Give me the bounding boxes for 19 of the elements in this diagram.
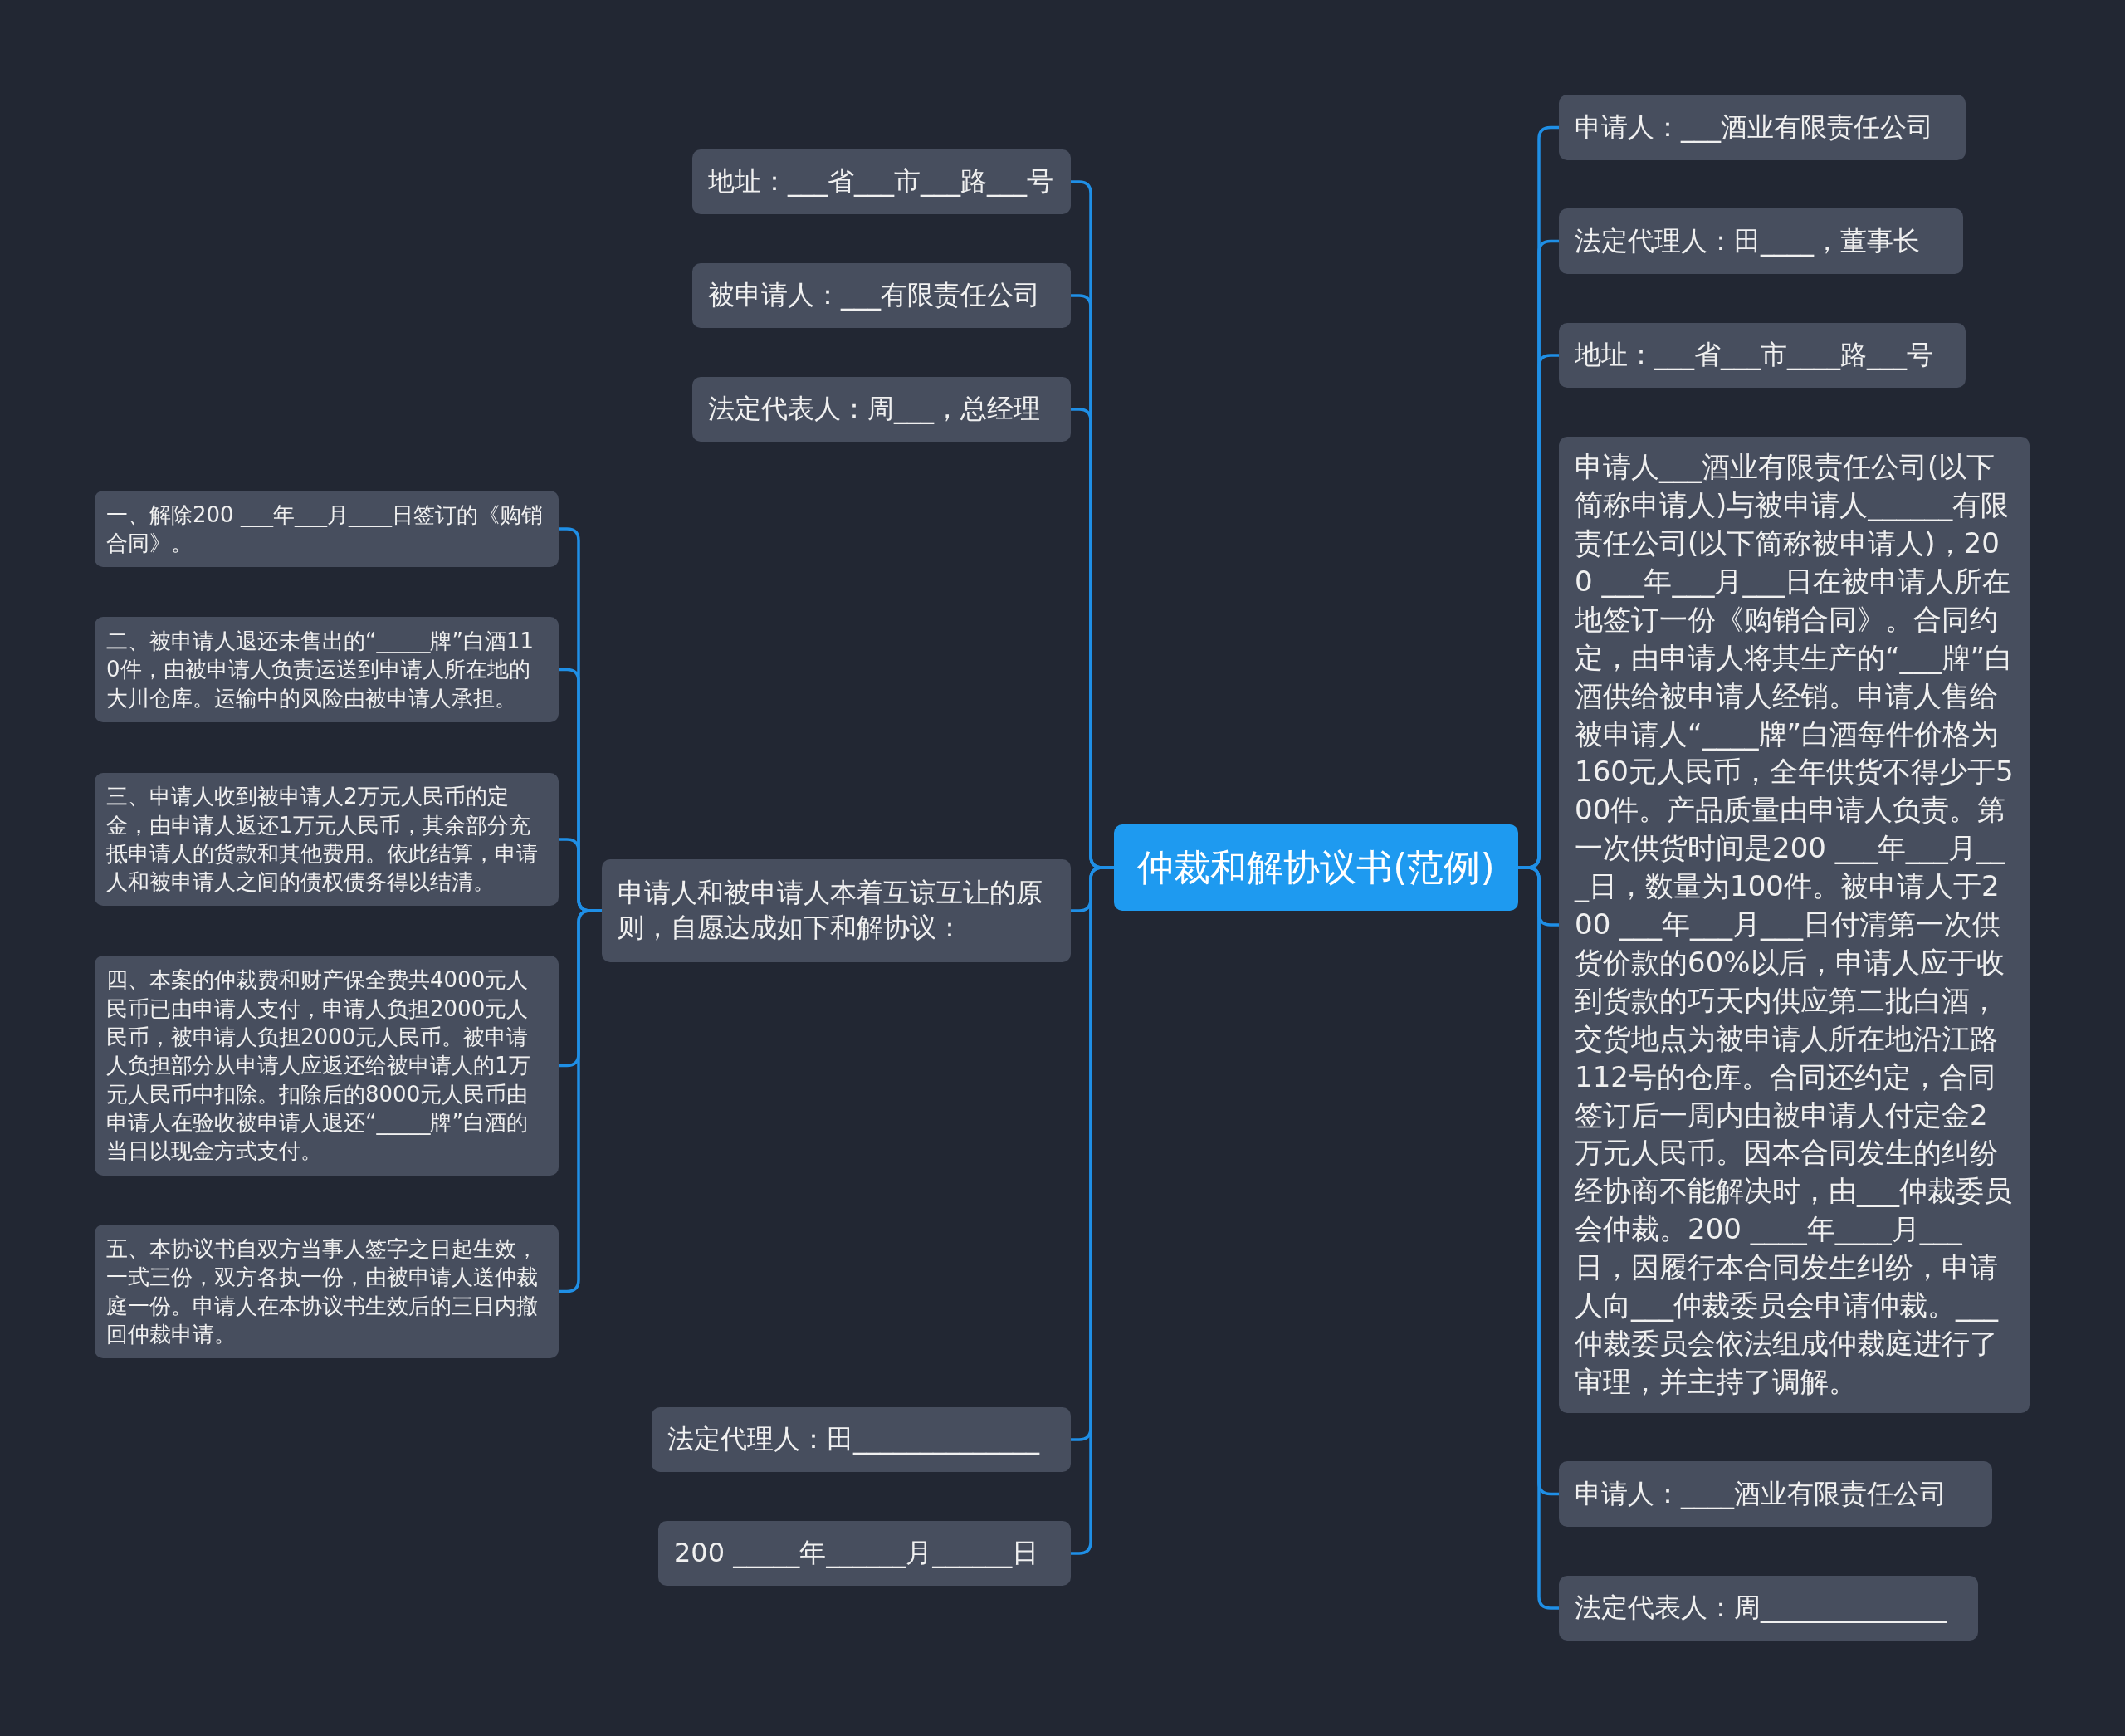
- subtopic-box: 一、解除200 ___年___月____日签订的《购销合同》。: [95, 491, 559, 567]
- connector-line: [559, 909, 602, 1293]
- central-topic: 仲裁和解协议书(范例): [1114, 824, 1518, 911]
- topic-box: 法定代表人：周______________: [1559, 1576, 1978, 1641]
- topic-box: 法定代理人：田____，董事长: [1559, 208, 1963, 274]
- topic-box: 申请人：____酒业有限责任公司: [1559, 1461, 1992, 1527]
- subtopic-box: 四、本案的仲裁费和财产保全费共4000元人民币已由申请人支付，申请人负担2000元人民币，被申请人负担2000元人民币。被申请人负担部分从申请人应返还给被申请人的1万元人民币中扣除。扣除后的8000元人民币由申请人在验收被申请人退还“_____牌”白酒的当日以现金方式支付。: [95, 956, 559, 1176]
- subtopic-box: 三、申请人收到被申请人2万元人民币的定金，由申请人返还1万元人民币，其余部分充抵申请人的货款和其他费用。依此结算，申请人和被申请人之间的债权债务得以结清。: [95, 773, 559, 906]
- topic-box: 地址：___省___市____路___号: [1559, 323, 1966, 388]
- topic-box: 法定代表人：周___，总经理: [692, 377, 1071, 442]
- topic-box: 申请人和被申请人本着互谅互让的原则，自愿达成如下和解协议：: [602, 859, 1071, 962]
- topic-box: 地址：___省___市___路___号: [692, 149, 1071, 214]
- topic-box: 200 _____年______月______日: [658, 1521, 1071, 1586]
- subtopic-box: 五、本协议书自双方当事人签字之日起生效，一式三份，双方各执一份，由被申请人送仲裁庭一份。申请人在本协议书生效后的三日内撤回仲裁申请。: [95, 1225, 559, 1358]
- topic-box: 申请人：___酒业有限责任公司: [1559, 95, 1966, 160]
- topic-box: 被申请人：___有限责任公司: [692, 263, 1071, 328]
- topic-box: 申请人___酒业有限责任公司(以下简称申请人)与被申请人______有限责任公司(以下简称被申请人)，200 ___年___月___日在被申请人所在地签订一份《购销合同》。合同约定，由申请人将其生产的“___牌”白酒供给被申请人经销。申请人售给被申请人“____牌”白酒每件价格为160元人民币，全年供货不得少于500件。产品质量由申请人负责。第一次供货时间是200 ___年___月___日，数量为100件。被申请人于200 ___年___月___日付清第一次供货价款的60%以后，申请人应于收到货款的巧天内供应第二批白酒，交货地点为被申请人所在地沿江路112号的仓库。合同还约定，合同签订后一周内由被申请人付定金2万元人民币。因本合同发生的纠纷经协商不能解决时，由___仲裁委员会仲裁。200 ____年____月___日，因履行本合同发生纠纷，申请人向___仲裁委员会申请仲裁。___仲裁委员会依法组成仲裁庭进行了审理，并主持了调解。: [1559, 437, 2030, 1413]
- subtopic-box: 二、被申请人退还未售出的“_____牌”白酒110件，由被申请人负责运送到申请人所在地的大川仓库。运输中的风险由被申请人承担。: [95, 617, 559, 722]
- topic-box: 法定代理人：田______________: [652, 1407, 1071, 1472]
